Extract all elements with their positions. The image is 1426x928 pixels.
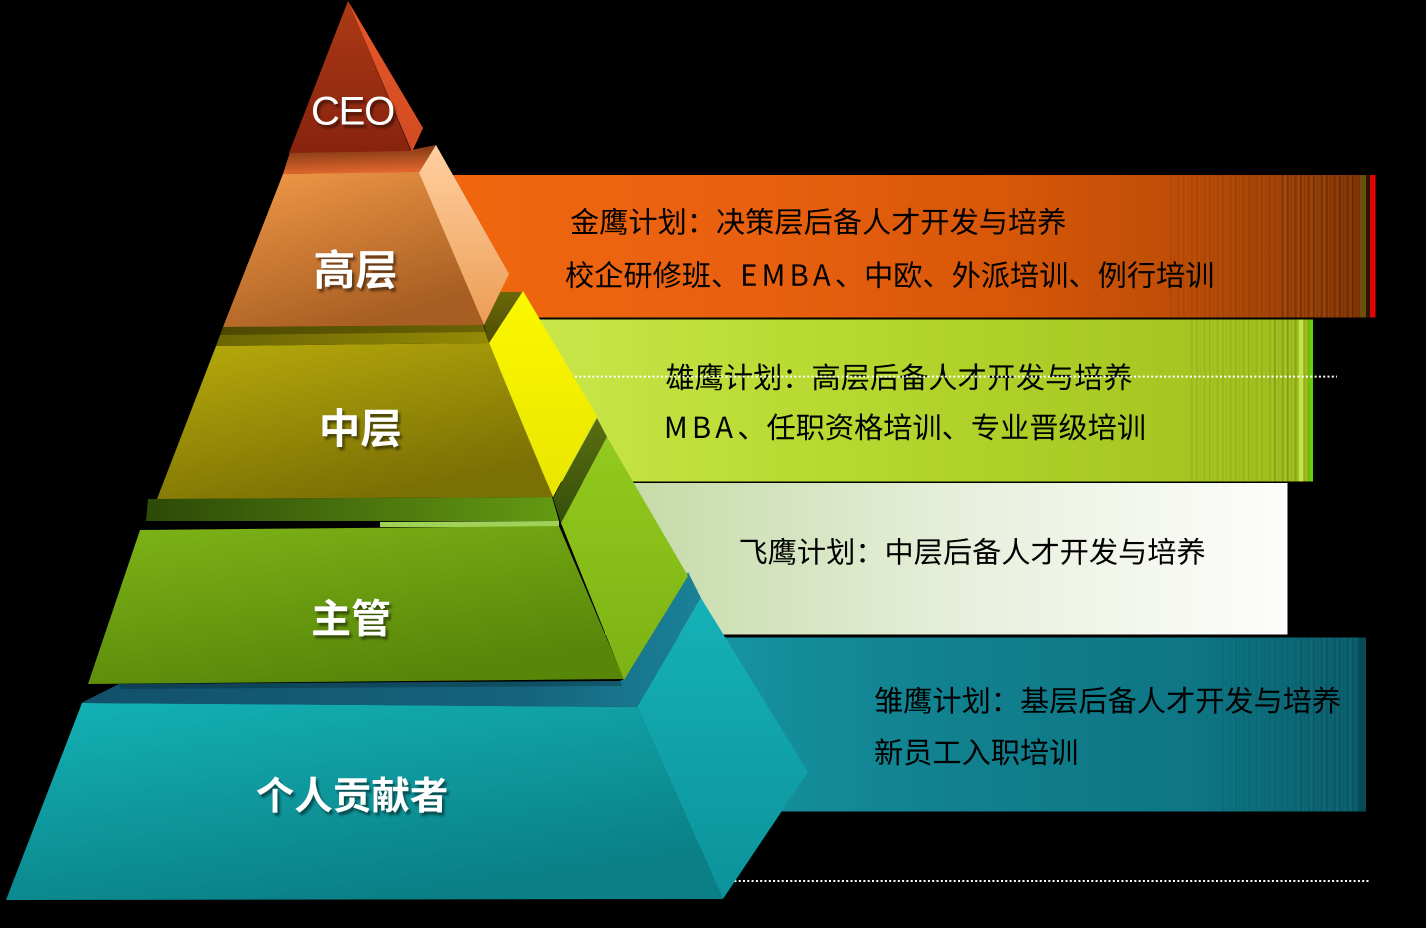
svg-text:CEO: CEO <box>311 90 394 134</box>
